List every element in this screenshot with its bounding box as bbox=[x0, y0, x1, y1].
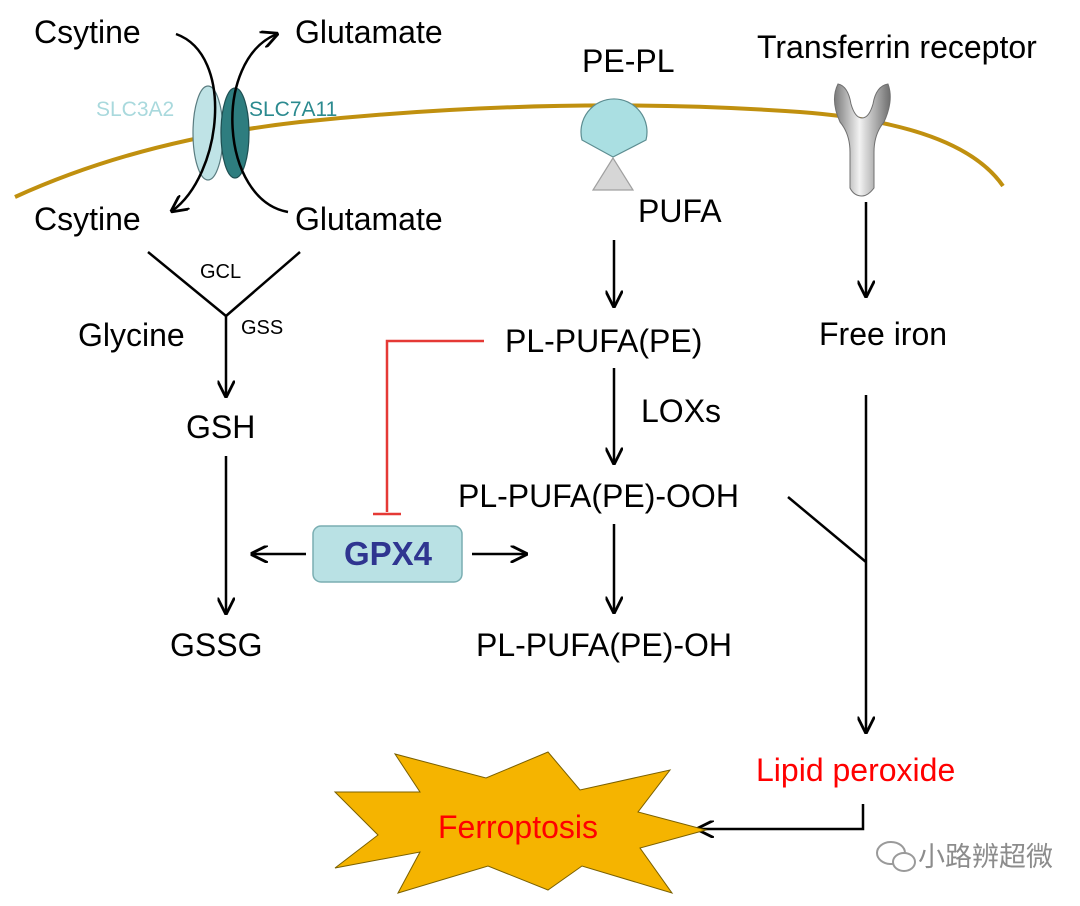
wechat-watermark: 小路辨超微 bbox=[876, 841, 1053, 872]
ooh-join-line bbox=[787, 496, 867, 563]
gssg-label: GSSG bbox=[170, 627, 262, 663]
pe-pl-label: PE-PL bbox=[582, 43, 674, 79]
pl-pufa-pe-oh-label: PL-PUFA(PE)-OH bbox=[476, 627, 732, 663]
free-iron-label: Free iron bbox=[819, 316, 947, 352]
slc3a2-transporter bbox=[192, 85, 224, 181]
gpx4-box bbox=[312, 525, 463, 583]
transferrin-receptor-icon bbox=[834, 83, 891, 197]
cystine-inside-label: Csytine bbox=[34, 201, 141, 237]
cystine-outside-label: Csytine bbox=[34, 14, 141, 50]
glycine-label: Glycine bbox=[78, 317, 185, 353]
pufa-triangle-icon bbox=[591, 156, 635, 191]
pl-pufa-pe-ooh-label: PL-PUFA(PE)-OOH bbox=[458, 478, 739, 514]
loxs-label: LOXs bbox=[641, 393, 721, 429]
gcl-right-line bbox=[225, 251, 301, 317]
ferroptosis-label: Ferroptosis bbox=[438, 809, 598, 845]
gcl-left-line bbox=[147, 251, 227, 317]
ferroptosis-burst-shape bbox=[333, 751, 708, 894]
slc7a11-label: SLC7A11 bbox=[249, 98, 337, 121]
gcl-label: GCL bbox=[200, 261, 241, 283]
slc3a2-label: SLC3A2 bbox=[96, 98, 174, 121]
cystine-import-arrow bbox=[172, 32, 217, 211]
slc7a11-transporter bbox=[220, 87, 250, 179]
pl-pufa-pe-label: PL-PUFA(PE) bbox=[505, 323, 702, 359]
cell-membrane bbox=[14, 103, 1005, 199]
gsh-label: GSH bbox=[186, 409, 255, 445]
pe-pl-receptor-icon bbox=[580, 98, 648, 158]
glutamate-inside-label: Glutamate bbox=[295, 201, 443, 237]
lipid-peroxide-to-ferroptosis-arrow bbox=[698, 804, 865, 829]
glutamate-outside-label: Glutamate bbox=[295, 14, 443, 50]
glutamate-export-arrow bbox=[231, 34, 289, 214]
watermark-text: 小路辨超微 bbox=[918, 842, 1053, 872]
transferrin-receptor-label: Transferrin receptor bbox=[757, 29, 1037, 65]
gpx4-label: GPX4 bbox=[344, 535, 433, 572]
gss-label: GSS bbox=[241, 317, 283, 339]
pufa-label: PUFA bbox=[638, 193, 722, 229]
lipid-peroxide-label: Lipid peroxide bbox=[756, 752, 955, 788]
gpx4-inhibition-line bbox=[385, 339, 484, 512]
